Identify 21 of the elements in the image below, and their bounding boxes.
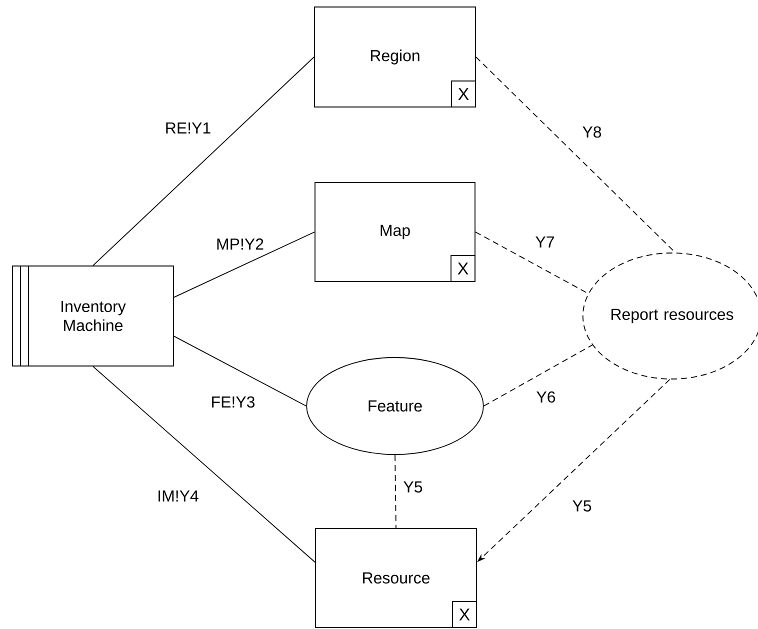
connector-line — [483, 344, 593, 406]
edge-label: FE!Y3 — [210, 395, 256, 409]
connector-line — [92, 56, 314, 266]
connector-line — [394, 454, 396, 528]
connector-line — [92, 366, 316, 563]
edge-label: Y5 — [402, 480, 424, 494]
marker-box: X — [450, 255, 476, 282]
connector-line — [174, 232, 315, 298]
marker-box: X — [452, 601, 477, 628]
edge-label: RE!Y1 — [164, 122, 212, 134]
marker-box: X — [451, 80, 476, 108]
connector-line — [476, 56, 676, 254]
connector-line — [174, 336, 307, 406]
edge-label: IM!Y4 — [156, 490, 200, 502]
connector-line — [475, 232, 589, 294]
edge-label: MP!Y2 — [215, 237, 265, 251]
edge-label: Y5 — [571, 499, 593, 513]
edge-label: Y8 — [581, 125, 603, 139]
edge-label: Y6 — [535, 390, 557, 404]
machine-box: Inventory Machine — [12, 266, 174, 366]
edge-label: Y7 — [534, 236, 556, 248]
